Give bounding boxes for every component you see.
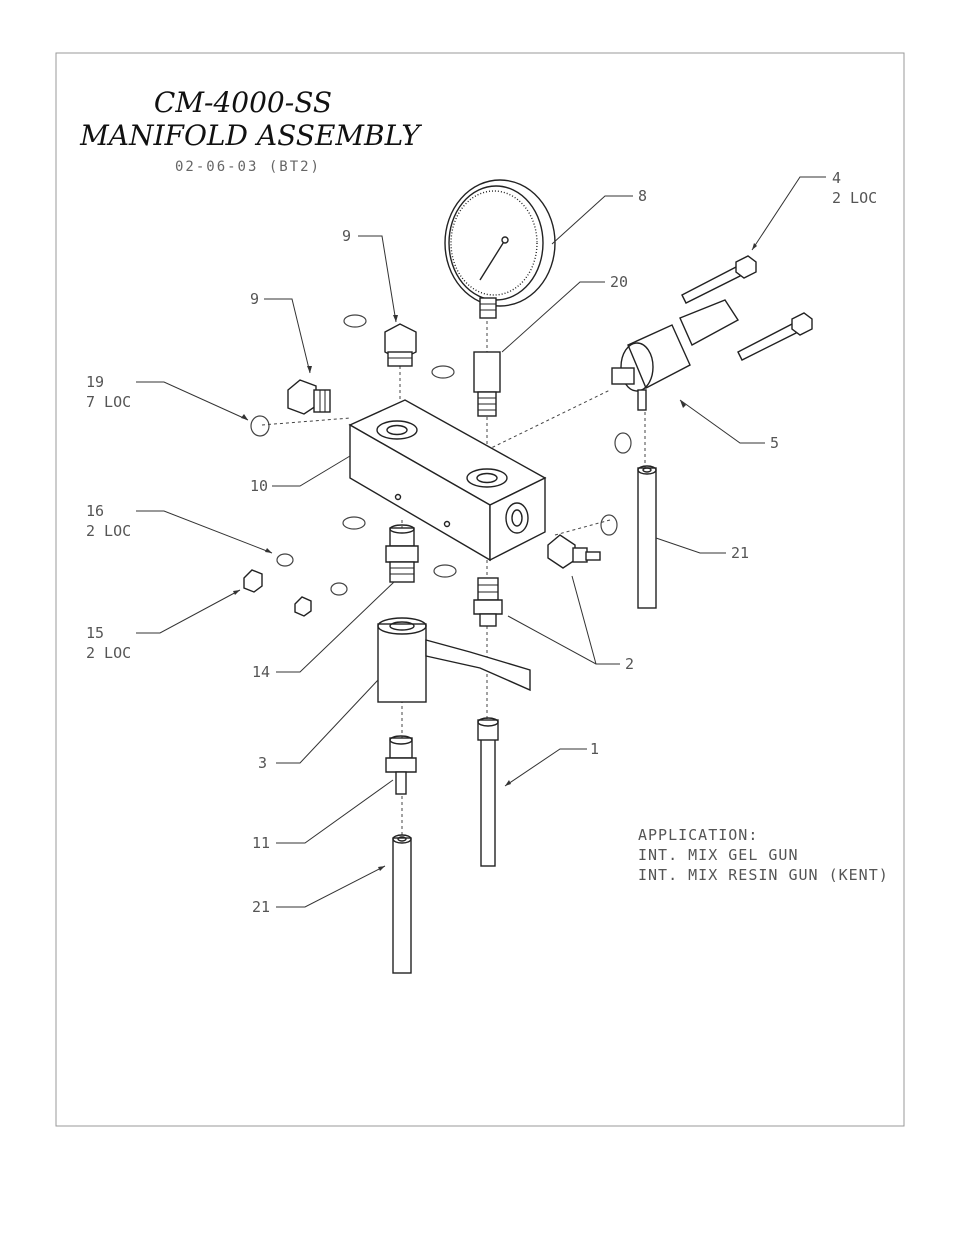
callout-9-top: 9 — [342, 227, 351, 245]
callout-labels: 8 4 2 LOC 9 9 20 19 7 LOC 5 10 16 2 LOC … — [86, 169, 877, 916]
callout-20: 20 — [610, 273, 628, 291]
drawing-subtitle: MANIFOLD ASSEMBLY — [79, 119, 422, 152]
gauge-adapter — [473, 351, 501, 417]
callout-15: 15 — [86, 624, 104, 642]
application-heading: APPLICATION: — [638, 826, 758, 844]
tube-with-nut — [477, 717, 499, 867]
hex-nipple — [385, 524, 419, 583]
callout-21-right: 21 — [731, 544, 749, 562]
callout-4: 4 — [832, 169, 841, 187]
callout-14: 14 — [252, 663, 270, 681]
application-line-1: INT. MIX GEL GUN — [638, 846, 799, 864]
fitting-bottom — [473, 577, 503, 627]
o-rings — [250, 314, 632, 578]
sheet-border — [55, 52, 905, 1127]
drawing-date: 02-06-03 (BT2) — [175, 159, 321, 175]
nuts-and-washers — [243, 553, 348, 617]
callout-21-bottom: 21 — [252, 898, 270, 916]
tube-right — [637, 465, 657, 609]
callout-15-qty: 2 LOC — [86, 644, 131, 662]
drawing-title: CM-4000-SS — [154, 86, 332, 119]
check-valve — [611, 299, 739, 411]
callout-10: 10 — [250, 477, 268, 495]
ball-valve — [377, 617, 531, 703]
callout-1: 1 — [590, 740, 599, 758]
barb-fitting — [385, 735, 417, 795]
callout-3: 3 — [258, 754, 267, 772]
callout-2: 2 — [625, 655, 634, 673]
callout-19: 19 — [86, 373, 104, 391]
fitting-side — [547, 534, 601, 569]
bolts — [681, 255, 813, 361]
pipe-plug-top — [384, 323, 417, 367]
callout-19-qty: 7 LOC — [86, 393, 131, 411]
callout-11: 11 — [252, 834, 270, 852]
callout-16: 16 — [86, 502, 104, 520]
callout-8: 8 — [638, 187, 647, 205]
manifold-block — [348, 399, 547, 562]
application-line-2: INT. MIX RESIN GUN (KENT) — [638, 866, 889, 884]
callout-9-side: 9 — [250, 290, 259, 308]
pressure-gauge — [444, 179, 556, 319]
callout-5: 5 — [770, 434, 779, 452]
leader-lines — [136, 176, 826, 908]
tube-bottom — [392, 834, 412, 974]
pipe-plug-side — [287, 379, 331, 415]
callout-4-qty: 2 LOC — [832, 189, 877, 207]
callout-16-qty: 2 LOC — [86, 522, 131, 540]
